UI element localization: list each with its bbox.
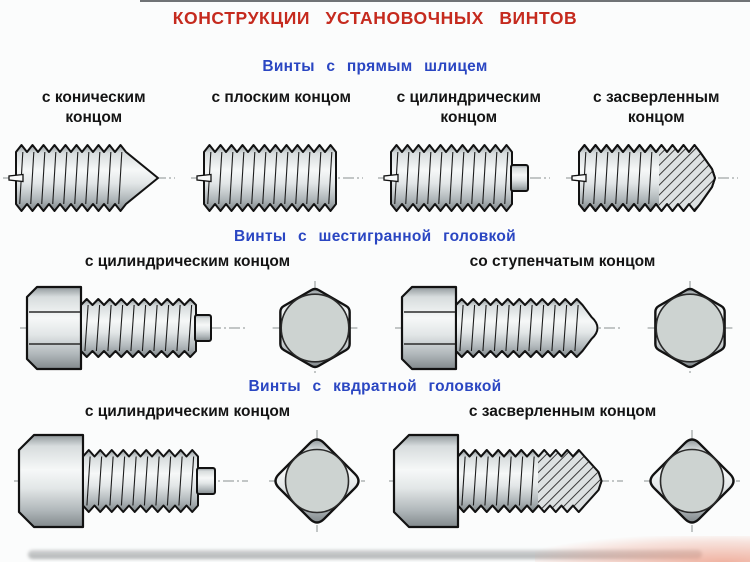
screw-label: с засверленным концом <box>593 89 720 126</box>
screw-cell-cylindrical-end: с цилиндрическим концом <box>375 88 563 220</box>
screw-label: с цилиндрическим концом <box>84 403 291 420</box>
page-title: КОНСТРУКЦИИ УСТАНОВОЧНЫХ ВИНТОВ <box>172 8 578 28</box>
screw-label: с коническим концом <box>41 89 146 126</box>
section-title-hex-head: Винты с шестигранной головкой <box>233 228 516 245</box>
screw-cell-square-drilled-end: с засверленным концом <box>375 402 750 532</box>
hex-head-screws-row: с цилиндрическим концом со ступенчатым к… <box>0 252 750 376</box>
straight-slot-screws-row: с коническим концом с плоским концом с ц… <box>0 88 750 220</box>
hex-head-set-screw-stepped-end-figure <box>394 285 621 371</box>
screw-cell-hex-cylindrical-end: с цилиндрическим концом <box>0 252 375 376</box>
slotted-set-screw-drilled-end-figure <box>565 144 738 212</box>
screw-cell-conical-end: с коническим концом <box>0 88 188 220</box>
section-title-straight-slot: Винты с прямым шлицем <box>262 58 488 75</box>
hex-head-end-view-figure <box>647 281 732 375</box>
screw-cell-hex-stepped-end: со ступенчатым концом <box>375 252 750 376</box>
hex-head-set-screw-cylindrical-end-figure <box>19 285 246 371</box>
screw-label: с плоским концом <box>211 89 351 106</box>
photo-corner-color-artifact <box>535 536 750 562</box>
screw-label: с цилиндрическим концом <box>396 89 541 126</box>
slotted-set-screw-conical-end-figure <box>3 144 175 212</box>
screw-cell-flat-end: с плоским концом <box>188 88 376 220</box>
square-head-end-view-figure <box>268 430 365 532</box>
square-head-set-screw-cylindrical-end-figure <box>13 433 248 529</box>
screw-cell-square-cylindrical-end: с цилиндрическим концом <box>0 402 375 532</box>
slotted-set-screw-flat-end-figure <box>190 144 363 212</box>
photo-top-edge-artifact <box>140 0 750 2</box>
screw-label: с цилиндрическим концом <box>84 253 291 270</box>
screw-cell-drilled-end: с засверленным концом <box>563 88 750 220</box>
square-head-set-screw-drilled-end-figure <box>388 433 623 529</box>
square-head-end-view-figure <box>643 430 740 532</box>
slotted-set-screw-cylindrical-end-figure <box>378 144 550 212</box>
section-title-square-head: Винты с квдратной головкой <box>248 378 502 395</box>
hex-head-end-view-figure <box>272 281 357 375</box>
screw-label: с засверленным концом <box>468 403 657 420</box>
square-head-screws-row: с цилиндрическим концом с засверленным к… <box>0 402 750 532</box>
photo-bottom-shadow-artifact <box>28 550 702 559</box>
screw-label: со ступенчатым концом <box>469 253 656 270</box>
